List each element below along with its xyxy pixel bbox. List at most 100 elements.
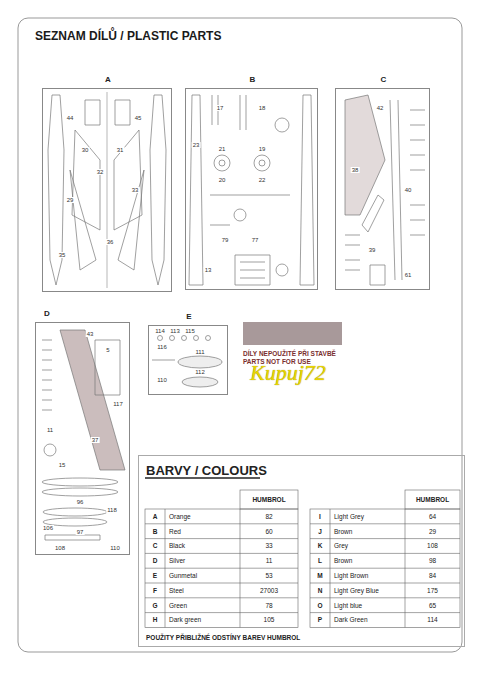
humbrol-number: 27003 [240, 583, 298, 598]
sprue-letter: D [44, 310, 50, 318]
part-number: 37 [91, 437, 100, 443]
humbrol-number: 98 [405, 553, 460, 568]
colour-letter: K [310, 539, 330, 554]
part-number: 118 [106, 507, 118, 513]
colour-letter: P [310, 613, 330, 628]
colour-name: Silver [165, 553, 240, 568]
colour-name: Black [165, 539, 240, 554]
part-number: 108 [54, 545, 66, 551]
humbrol-number: 82 [240, 509, 298, 524]
colour-name: Light Brown [330, 568, 405, 583]
part-number: 30 [81, 147, 90, 153]
part-number: 39 [368, 247, 377, 253]
part-number: 97 [76, 529, 85, 535]
humbrol-number: 11 [240, 553, 298, 568]
colour-name: Orange [165, 509, 240, 524]
colour-name: Green [165, 598, 240, 613]
part-number: 5 [105, 347, 110, 353]
humbrol-number: 108 [405, 539, 460, 554]
colour-name: Light Grey [330, 509, 405, 524]
part-number: 61 [404, 272, 413, 278]
part-number: 77 [251, 237, 260, 243]
part-number: 38 [351, 167, 360, 173]
part-number: 117 [112, 401, 124, 407]
part-number: 33 [131, 187, 140, 193]
humbrol-number: 29 [405, 524, 460, 539]
colour-letter: G [145, 598, 165, 613]
part-number: 29 [66, 197, 75, 203]
sprue-frame: C [335, 88, 430, 290]
table-header: HUMBROL [405, 490, 460, 509]
colour-letter: O [310, 598, 330, 613]
part-number: 42 [376, 105, 385, 111]
humbrol-number: 65 [405, 598, 460, 613]
part-number: 32 [96, 169, 105, 175]
sprue-frame: E [148, 325, 228, 395]
colour-name: Light blue [330, 598, 405, 613]
colour-letter: I [310, 509, 330, 524]
sprue-frame: D [35, 322, 130, 555]
humbrol-number: 60 [240, 524, 298, 539]
part-number: 111 [194, 349, 205, 355]
part-number: 115 [184, 328, 196, 334]
sprue-letter: C [381, 76, 387, 84]
colour-letter: F [145, 583, 165, 598]
humbrol-number: 114 [405, 613, 460, 628]
part-number: 40 [404, 187, 413, 193]
sprue-letter: A [105, 76, 111, 84]
sheet-title: SEZNAM DÍLŮ / PLASTIC PARTS [35, 30, 221, 42]
part-number: 116 [156, 344, 168, 350]
part-number: 22 [258, 177, 267, 183]
colour-letter: D [145, 553, 165, 568]
colour-name: Light Grey Blue [330, 583, 405, 598]
legend-swatch [243, 322, 342, 345]
part-number: 36 [106, 239, 115, 245]
part-number: 114 [154, 328, 166, 334]
colour-letter: L [310, 553, 330, 568]
part-number: 79 [221, 237, 230, 243]
colour-table-grid [145, 490, 460, 627]
part-number: 13 [204, 267, 213, 273]
part-number: 21 [218, 146, 227, 152]
sprue-b-parts [189, 95, 314, 285]
part-number: 35 [58, 252, 67, 258]
humbrol-number: 64 [405, 509, 460, 524]
part-number: 106 [42, 525, 54, 531]
colour-name: Brown [330, 553, 405, 568]
watermark: Kupuj72 [250, 362, 326, 384]
sprue-frame: B [185, 88, 318, 290]
colour-letter: H [145, 613, 165, 628]
table-note: POUŽITY PŘIBLIŽNÉ ODSTÍNY BAREV HUMBROL [146, 635, 300, 642]
colour-name: Dark green [165, 613, 240, 628]
colour-letter: B [145, 524, 165, 539]
part-number: 43 [86, 331, 95, 337]
part-number: 20 [218, 177, 227, 183]
part-number: 19 [258, 146, 267, 152]
part-number: 45 [134, 115, 143, 121]
humbrol-number: 53 [240, 568, 298, 583]
part-number: 110 [156, 377, 168, 383]
legend-text: DÍLY NEPOUŽITÉ PŘI STAVBĚ PARTS NOT FOR … [243, 350, 348, 366]
colour-name: Brown [330, 524, 405, 539]
sprue-letter: E [186, 313, 191, 321]
sprue-frame: A [42, 88, 172, 292]
part-number: 23 [192, 142, 201, 148]
part-number: 11 [46, 427, 54, 433]
part-number: 110 [109, 545, 121, 551]
sprue-d-parts [42, 330, 125, 540]
colour-letter: E [145, 568, 165, 583]
part-number: 31 [116, 147, 125, 153]
part-number: 17 [216, 105, 225, 111]
humbrol-number: 78 [240, 598, 298, 613]
humbrol-number: 33 [240, 539, 298, 554]
part-number: 15 [58, 462, 67, 468]
part-number: 96 [76, 499, 85, 505]
colour-name: Grey [330, 539, 405, 554]
colour-name: Red [165, 524, 240, 539]
part-number: 44 [66, 115, 75, 121]
colour-letter: J [310, 524, 330, 539]
sprue-a-parts [48, 92, 166, 288]
sprue-letter: B [250, 76, 256, 84]
page-frame [18, 18, 462, 652]
sprue-c-parts [345, 95, 425, 285]
